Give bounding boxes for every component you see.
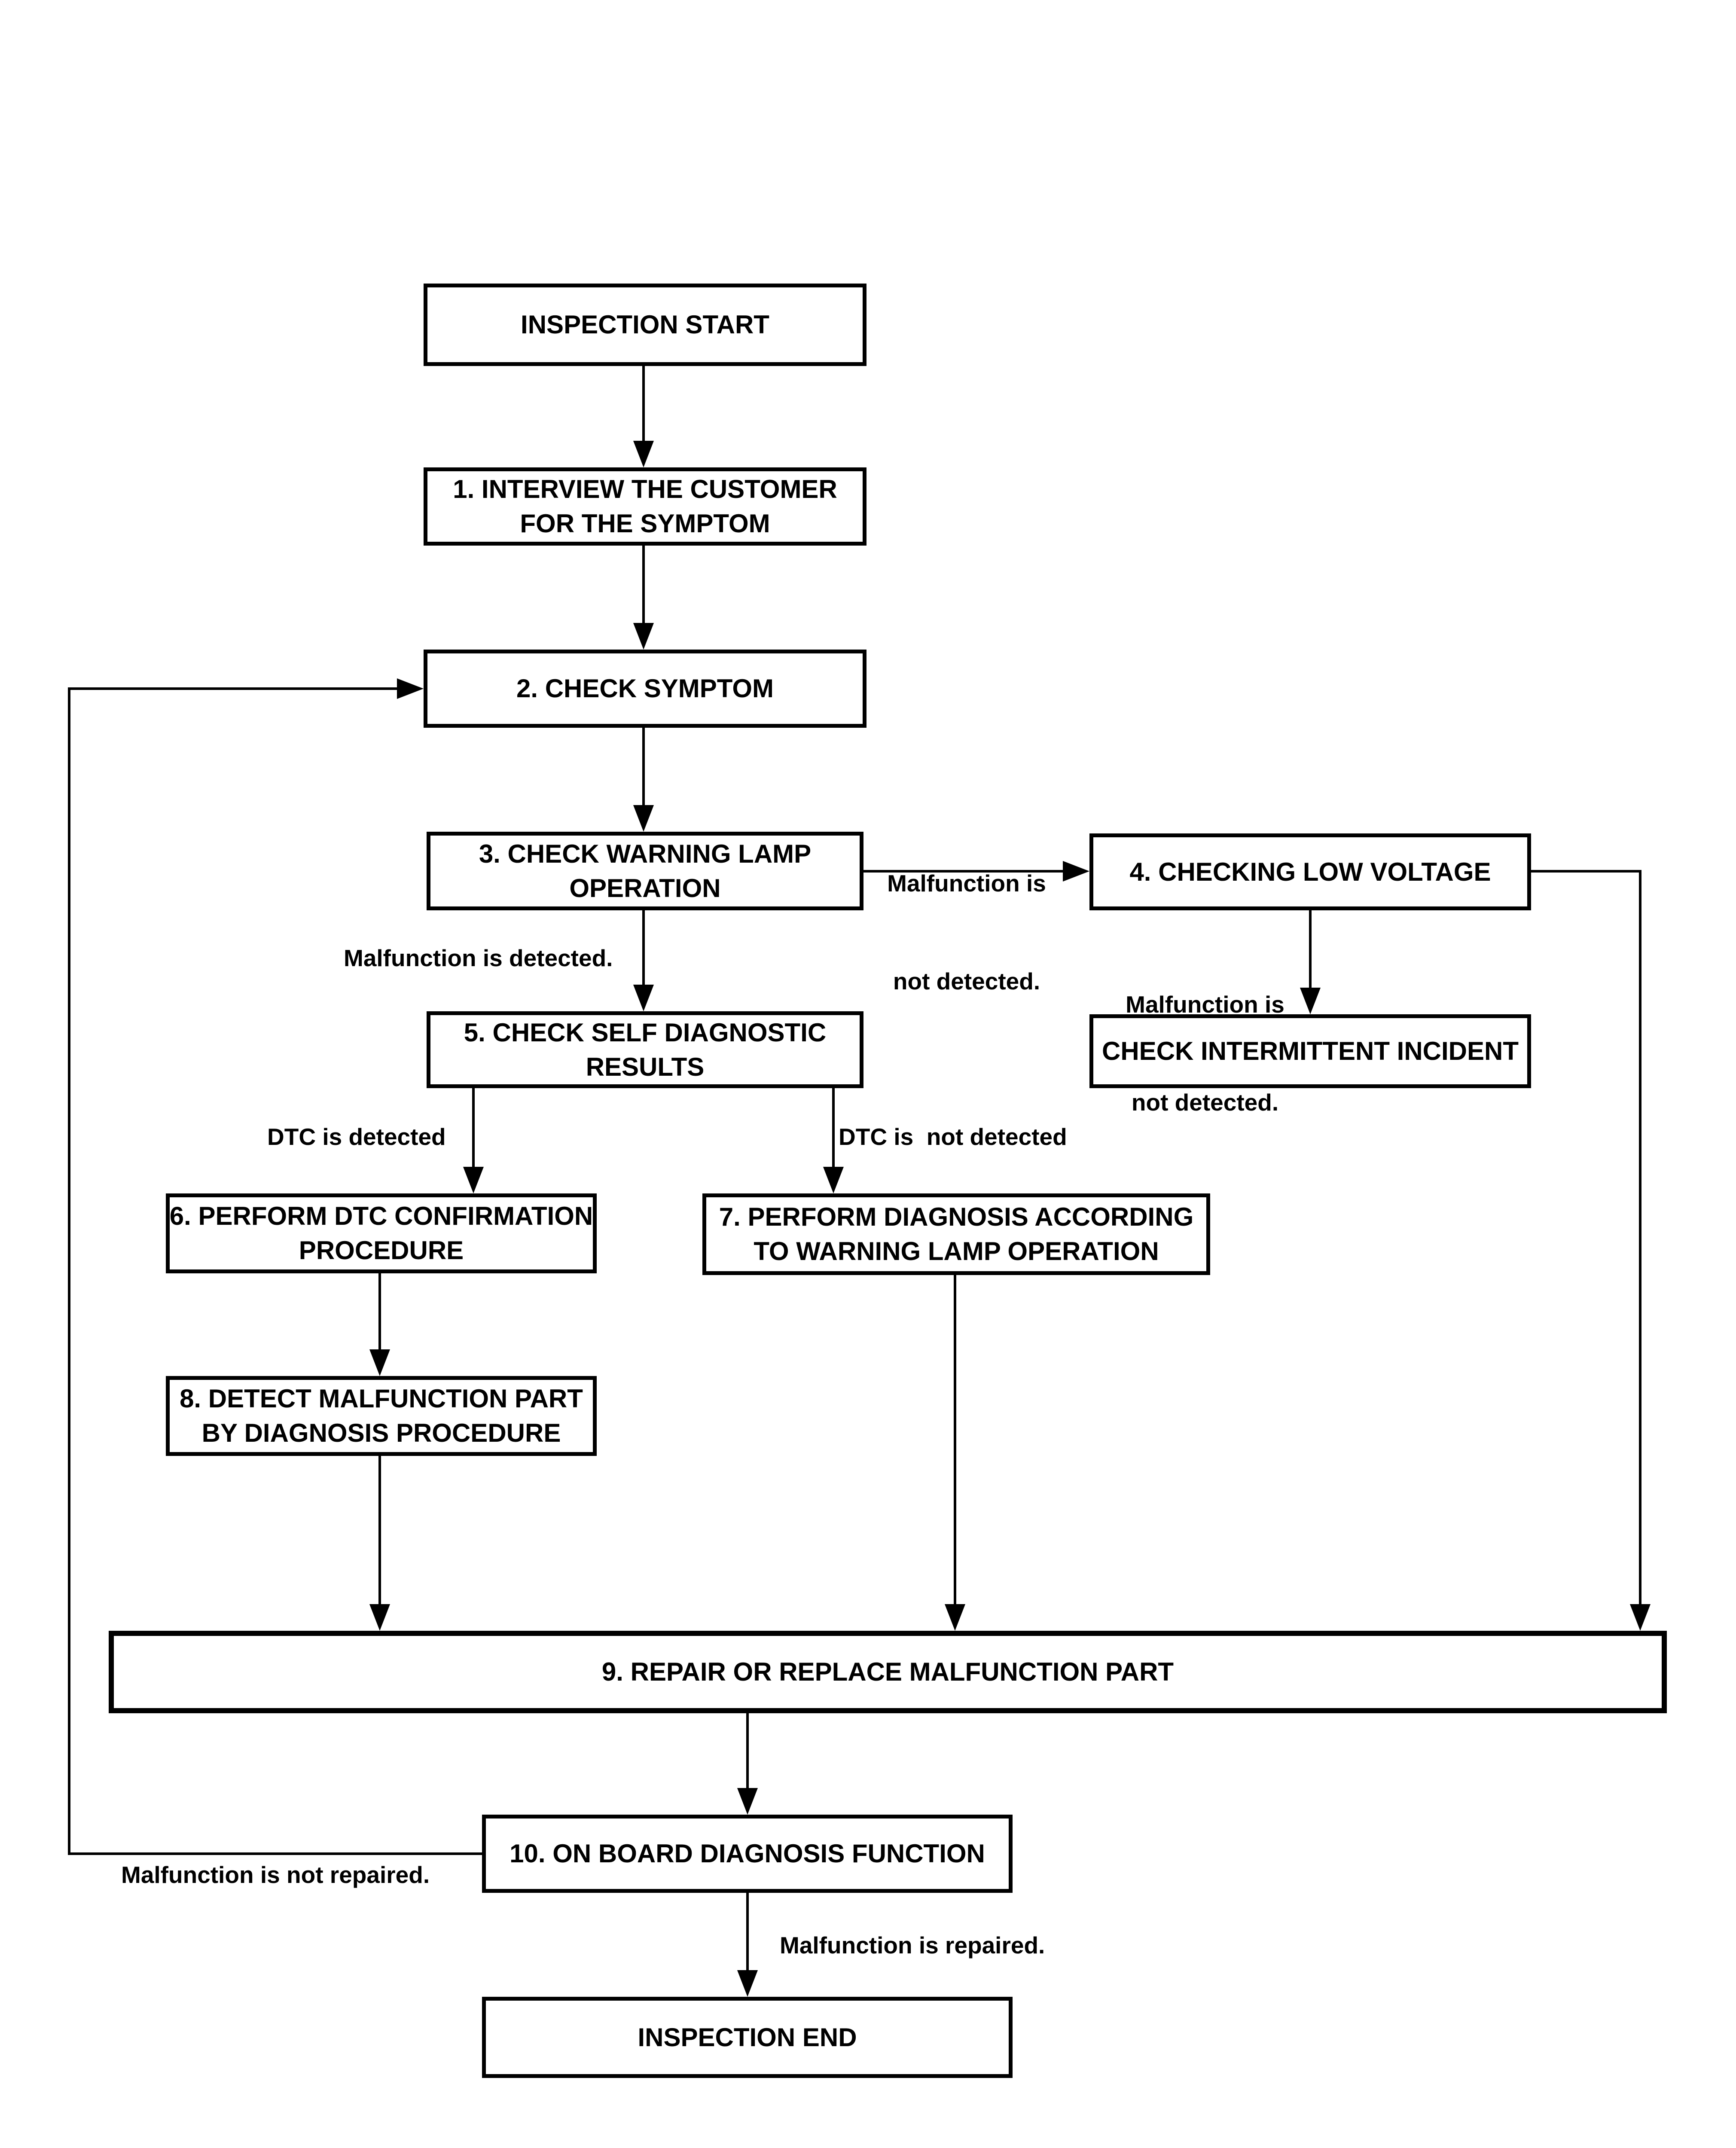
node-label-line: 5. CHECK SELF DIAGNOSTIC (464, 1018, 827, 1047)
edge-step8-to-step9-line (378, 1456, 381, 1605)
node-step1-label: 1. INTERVIEW THE CUSTOMER FOR THE SYMPTO… (453, 472, 837, 541)
node-step4-checking-low-voltage: 4. CHECKING LOW VOLTAGE (1089, 833, 1531, 910)
node-label-line: RESULTS (586, 1052, 705, 1081)
node-step9-repair-or-replace: 9. REPAIR OR REPLACE MALFUNCTION PART (109, 1631, 1667, 1713)
node-check-intermittent-incident: CHECK INTERMITTENT INCIDENT (1089, 1014, 1531, 1088)
edge-step7-to-step9-arrowhead-icon (945, 1604, 965, 1631)
node-label-line: 6. PERFORM DTC CONFIRMATION (169, 1202, 593, 1230)
edge-step4-to-intermittent-line (1309, 910, 1312, 989)
node-step5-check-self-diagnostic: 5. CHECK SELF DIAGNOSTIC RESULTS (427, 1011, 863, 1088)
edge-step5-to-step6-line (472, 1088, 475, 1168)
node-label-line: 4. CHECKING LOW VOLTAGE (1129, 857, 1491, 886)
label-malfunction-not-detected-right: Malfunction is not detected. (1113, 923, 1297, 1184)
edge-step4-to-step9-vertical-line (1639, 870, 1641, 1605)
node-label-line: BY DIAGNOSIS PROCEDURE (201, 1419, 561, 1447)
edge-step3-to-step4-arrowhead-icon (1063, 861, 1089, 882)
label-malfunction-not-repaired: Malfunction is not repaired. (121, 1861, 430, 1888)
node-step8-label: 8. DETECT MALFUNCTION PART BY DIAGNOSIS … (180, 1382, 583, 1450)
node-step4-label: 4. CHECKING LOW VOLTAGE (1129, 855, 1491, 889)
edge-step3-to-step4-line (863, 870, 1064, 873)
node-step9-label: 9. REPAIR OR REPLACE MALFUNCTION PART (602, 1655, 1174, 1689)
edge-loopback-top-line (68, 687, 398, 690)
node-inspection-end-label: INSPECTION END (638, 2020, 857, 2055)
node-label-line: 8. DETECT MALFUNCTION PART (180, 1384, 583, 1413)
edge-step10-to-end-line (746, 1893, 749, 1971)
node-label-line: 2. CHECK SYMPTOM (516, 674, 774, 703)
node-check-intermittent-label: CHECK INTERMITTENT INCIDENT (1102, 1034, 1519, 1068)
node-step2-label: 2. CHECK SYMPTOM (516, 671, 774, 706)
node-label-line: 10. ON BOARD DIAGNOSIS FUNCTION (510, 1839, 985, 1868)
label-malfunction-repaired: Malfunction is repaired. (780, 1932, 1045, 1959)
edge-loopback-bottom-line (68, 1852, 482, 1855)
edge-step9-to-step10-arrowhead-icon (737, 1788, 758, 1815)
node-inspection-start: INSPECTION START (424, 284, 866, 366)
node-inspection-end: INSPECTION END (482, 1997, 1013, 2078)
edge-step4-to-intermittent-arrowhead-icon (1300, 988, 1321, 1014)
edge-step6-to-step8-line (378, 1273, 381, 1350)
edge-step4-to-step9-arrowhead-icon (1630, 1604, 1651, 1631)
node-label-line: INSPECTION END (638, 2023, 857, 2052)
edge-step2-to-step3-arrowhead-icon (633, 805, 654, 832)
edge-step4-to-step9-horizontal-line (1531, 870, 1641, 873)
node-step6-dtc-confirmation: 6. PERFORM DTC CONFIRMATION PROCEDURE (166, 1193, 597, 1273)
node-inspection-start-label: INSPECTION START (521, 308, 769, 342)
node-step3-check-warning-lamp: 3. CHECK WARNING LAMP OPERATION (427, 832, 863, 910)
edge-loopback-vertical-line (68, 687, 70, 1855)
edge-step1-to-step2-arrowhead-icon (633, 623, 654, 650)
node-step1-interview-customer: 1. INTERVIEW THE CUSTOMER FOR THE SYMPTO… (424, 467, 866, 546)
label-malfunction-detected: Malfunction is detected. (344, 945, 613, 971)
node-step2-check-symptom: 2. CHECK SYMPTOM (424, 650, 866, 728)
edge-step5-to-step7-arrowhead-icon (823, 1167, 844, 1193)
edge-start-to-step1-arrowhead-icon (633, 441, 654, 467)
edge-step5-to-step6-arrowhead-icon (463, 1167, 484, 1193)
edge-step3-to-step5-line (642, 910, 645, 986)
node-label-line: 3. CHECK WARNING LAMP (479, 839, 812, 868)
label-line: not detected. (1131, 1089, 1279, 1116)
node-label-line: 1. INTERVIEW THE CUSTOMER (453, 475, 837, 503)
edge-step8-to-step9-arrowhead-icon (369, 1604, 390, 1631)
edge-step10-to-end-arrowhead-icon (737, 1970, 758, 1997)
edge-step3-to-step5-arrowhead-icon (633, 985, 654, 1011)
edge-step2-to-step3-line (642, 728, 645, 806)
label-line: Malfunction is (887, 870, 1046, 897)
label-dtc-detected: DTC is detected (267, 1123, 446, 1150)
node-label-line: TO WARNING LAMP OPERATION (754, 1237, 1159, 1266)
edge-step7-to-step9-line (954, 1275, 956, 1605)
label-dtc-not-detected: DTC is not detected (839, 1123, 1067, 1150)
label-line: Malfunction is (1126, 991, 1284, 1018)
node-label-line: CHECK INTERMITTENT INCIDENT (1102, 1037, 1519, 1065)
edge-loopback-to-step2-arrowhead-icon (397, 678, 424, 699)
edge-step6-to-step8-arrowhead-icon (369, 1349, 390, 1376)
node-label-line: OPERATION (569, 873, 721, 903)
node-label-line: 9. REPAIR OR REPLACE MALFUNCTION PART (601, 1657, 1174, 1686)
node-step3-label: 3. CHECK WARNING LAMP OPERATION (479, 837, 811, 906)
node-step7-diagnosis-warning-lamp: 7. PERFORM DIAGNOSIS ACCORDING TO WARNIN… (702, 1193, 1210, 1275)
node-label-line: 7. PERFORM DIAGNOSIS ACCORDING (719, 1202, 1194, 1231)
edge-step1-to-step2-line (642, 546, 645, 624)
node-step10-label: 10. ON BOARD DIAGNOSIS FUNCTION (510, 1837, 985, 1871)
node-label-line: INSPECTION START (521, 310, 769, 339)
node-step10-on-board-diagnosis: 10. ON BOARD DIAGNOSIS FUNCTION (482, 1815, 1013, 1893)
node-step6-label: 6. PERFORM DTC CONFIRMATION PROCEDURE (170, 1199, 593, 1268)
node-step5-label: 5. CHECK SELF DIAGNOSTIC RESULTS (464, 1016, 826, 1084)
edge-step9-to-step10-line (746, 1713, 749, 1789)
node-label-line: PROCEDURE (299, 1236, 464, 1265)
edge-step5-to-step7-line (832, 1088, 835, 1168)
edge-start-to-step1-line (642, 366, 645, 442)
node-step7-label: 7. PERFORM DIAGNOSIS ACCORDING TO WARNIN… (719, 1200, 1194, 1269)
node-label-line: FOR THE SYMPTOM (520, 509, 770, 538)
label-malfunction-not-detected-top: Malfunction is not detected. (876, 802, 1057, 1063)
label-line: not detected. (893, 968, 1040, 995)
node-step8-detect-malfunction-part: 8. DETECT MALFUNCTION PART BY DIAGNOSIS … (166, 1376, 597, 1456)
